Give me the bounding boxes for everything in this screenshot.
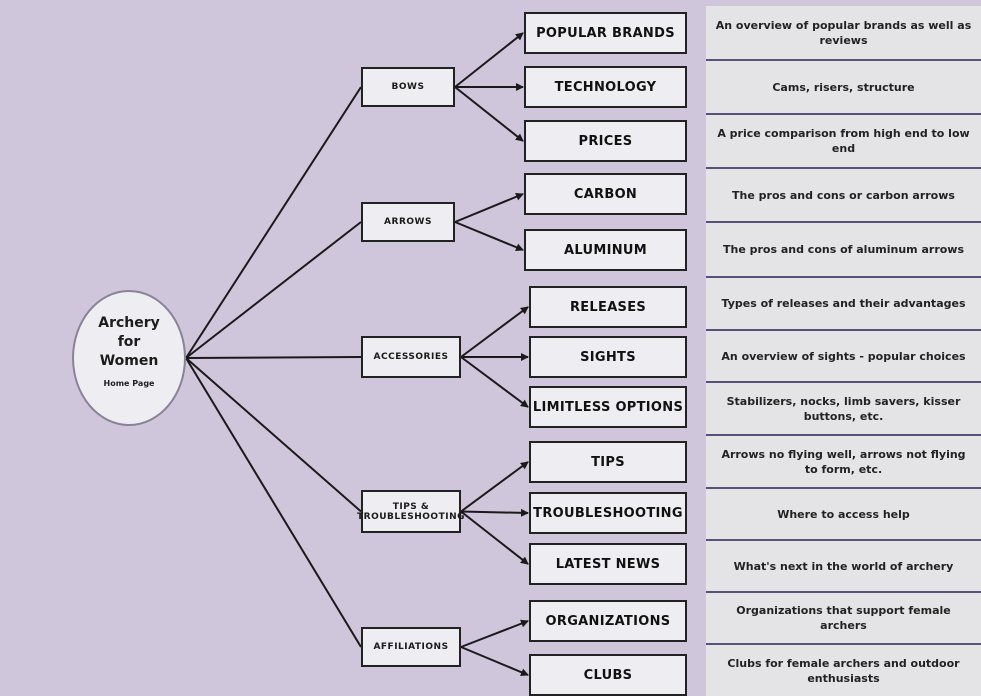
connector-category-to-topic <box>454 192 524 223</box>
connector-root-to-category <box>185 357 362 513</box>
connector-root-to-category <box>185 221 362 359</box>
topic-prices[interactable]: PRICES <box>524 120 687 162</box>
topic-tips[interactable]: TIPS <box>529 441 687 483</box>
description-latest-news: What's next in the world of archery <box>706 541 981 593</box>
connector-category-to-topic <box>460 646 529 676</box>
category-bows[interactable]: BOWS <box>361 67 455 107</box>
connector-category-to-topic <box>454 221 524 252</box>
connector-category-to-topic <box>460 619 529 648</box>
category-affiliations[interactable]: AFFILIATIONS <box>361 627 461 667</box>
connector-category-to-topic <box>460 306 529 358</box>
description-technology: Cams, risers, structure <box>706 61 981 115</box>
home-page-node[interactable]: Archery for Women Home Page <box>72 290 186 426</box>
home-page-subtitle: Home Page <box>103 379 155 388</box>
connector-category-to-topic <box>460 508 529 517</box>
topic-troubleshooting[interactable]: TROUBLESHOOTING <box>529 492 687 534</box>
topic-releases[interactable]: RELEASES <box>529 286 687 328</box>
topic-organizations[interactable]: ORGANIZATIONS <box>529 600 687 642</box>
description-carbon: The pros and cons or carbon arrows <box>706 169 981 223</box>
topic-sights[interactable]: SIGHTS <box>529 336 687 378</box>
description-prices: A price comparison from high end to low … <box>706 115 981 169</box>
description-sights: An overview of sights - popular choices <box>706 331 981 383</box>
category-tips-troubleshooting[interactable]: TIPS & TROUBLESHOOTING <box>357 490 465 533</box>
connector-category-to-topic <box>460 510 529 565</box>
connector-root-to-category <box>185 86 362 359</box>
category-arrows[interactable]: ARROWS <box>361 202 455 242</box>
connector-category-to-topic <box>460 356 529 408</box>
description-tips: Arrows no flying well, arrows not flying… <box>706 436 981 489</box>
connector-category-to-topic <box>454 32 524 88</box>
description-popular-brands: An overview of popular brands as well as… <box>706 6 981 61</box>
topic-limitless-options[interactable]: LIMITLESS OPTIONS <box>529 386 687 428</box>
description-troubleshooting: Where to access help <box>706 489 981 541</box>
topic-latest-news[interactable]: LATEST NEWS <box>529 543 687 585</box>
topic-popular-brands[interactable]: POPULAR BRANDS <box>524 12 687 54</box>
description-limitless-options: Stabilizers, nocks, limb savers, kisser … <box>706 383 981 436</box>
topic-technology[interactable]: TECHNOLOGY <box>524 66 687 108</box>
home-page-title: Archery for Women <box>98 315 160 369</box>
topic-aluminum[interactable]: ALUMINUM <box>524 229 687 271</box>
connector-category-to-topic <box>460 461 529 513</box>
connector-root-to-category <box>185 356 362 359</box>
description-releases: Types of releases and their advantages <box>706 278 981 331</box>
description-clubs: Clubs for female archers and outdoor ent… <box>727 656 960 685</box>
topic-carbon[interactable]: CARBON <box>524 173 687 215</box>
description-organizations: Organizations that support female archer… <box>706 593 981 645</box>
connector-root-to-category <box>185 357 362 648</box>
description-aluminum: The pros and cons of aluminum arrows <box>706 223 981 278</box>
category-accessories[interactable]: ACCESSORIES <box>361 336 461 378</box>
description-column <box>706 6 981 696</box>
connector-category-to-topic <box>454 86 524 142</box>
topic-clubs[interactable]: CLUBS <box>529 654 687 696</box>
